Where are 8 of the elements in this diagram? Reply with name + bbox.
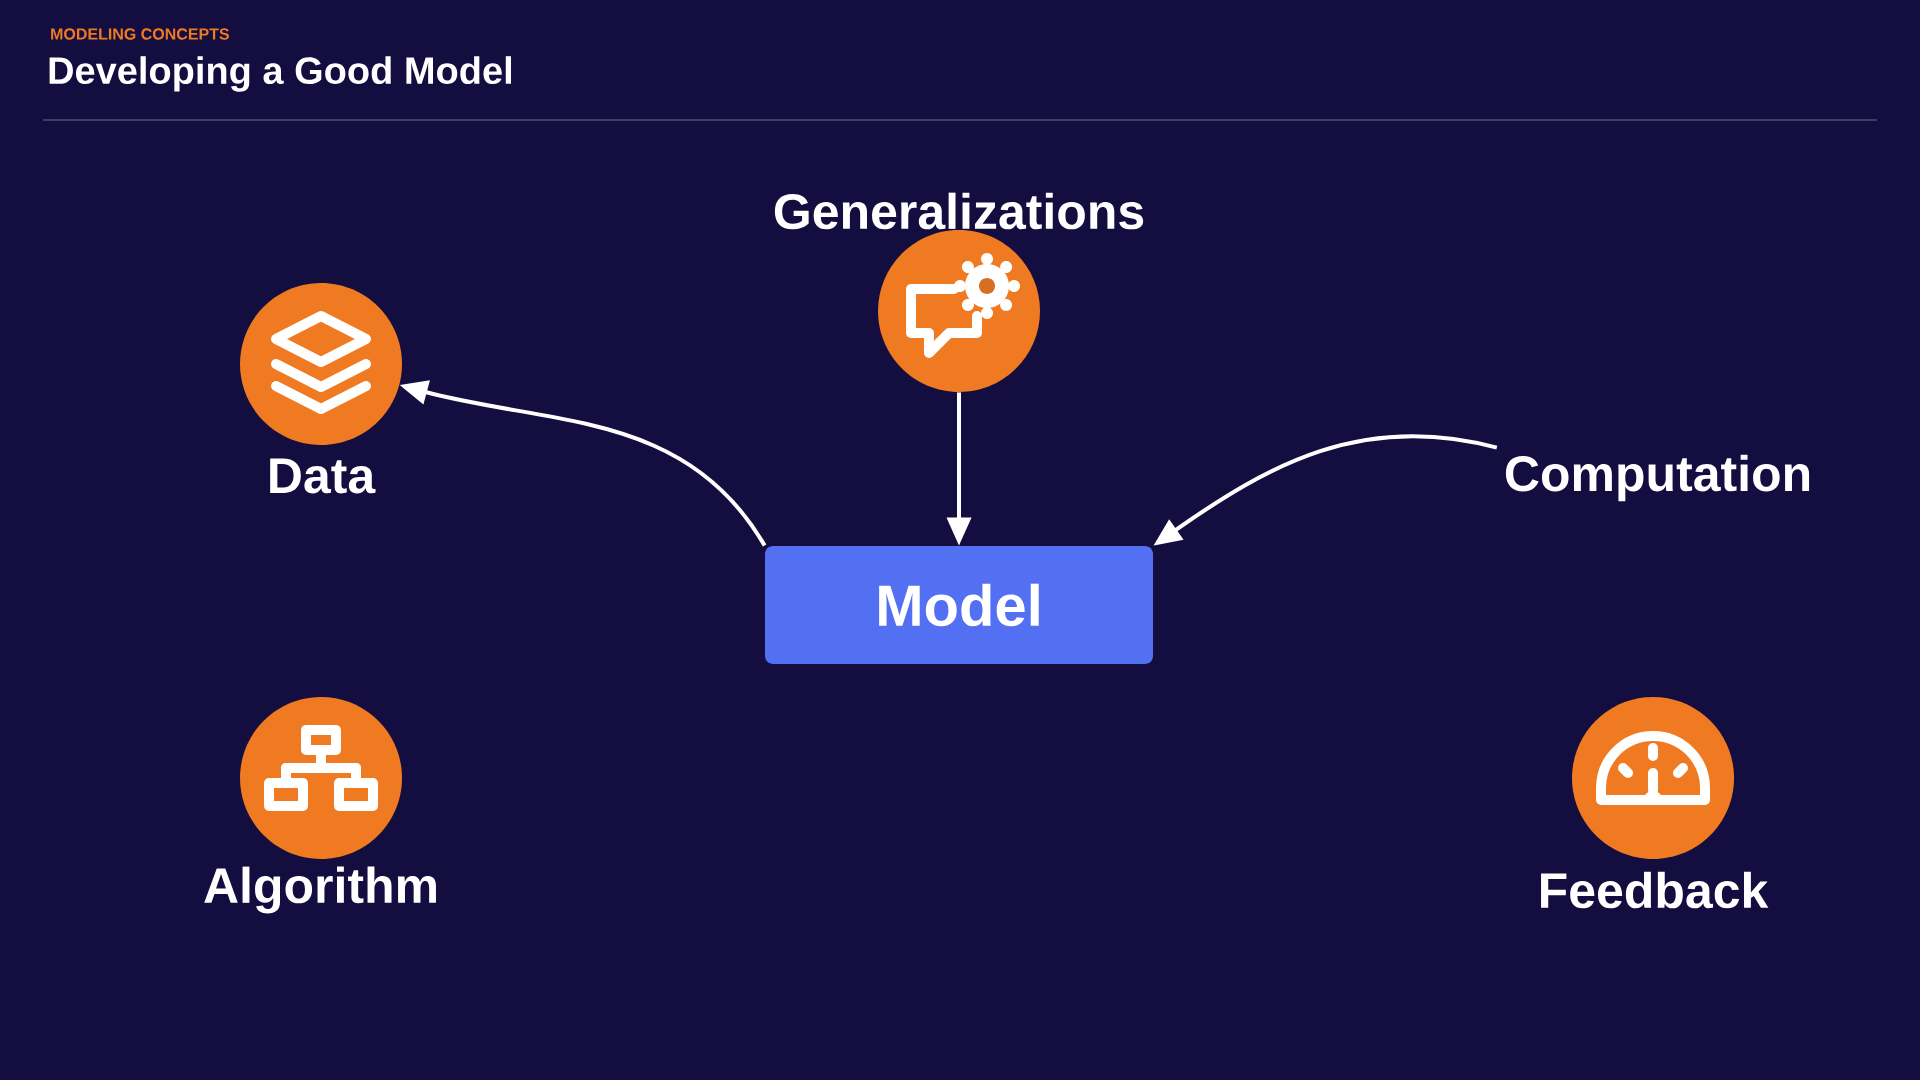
node-label: Computation	[1505, 454, 1810, 502]
section-kicker: MODELING CONCEPTS	[51, 28, 229, 40]
node-label: Algorithm	[204, 866, 436, 914]
node-label: Generalizations	[774, 192, 1144, 230]
node-label: Feedback	[1541, 871, 1769, 909]
slide-title: Developing a Good Model	[49, 56, 511, 92]
node-label: Data	[270, 458, 376, 494]
model-box: Model	[765, 546, 1153, 664]
